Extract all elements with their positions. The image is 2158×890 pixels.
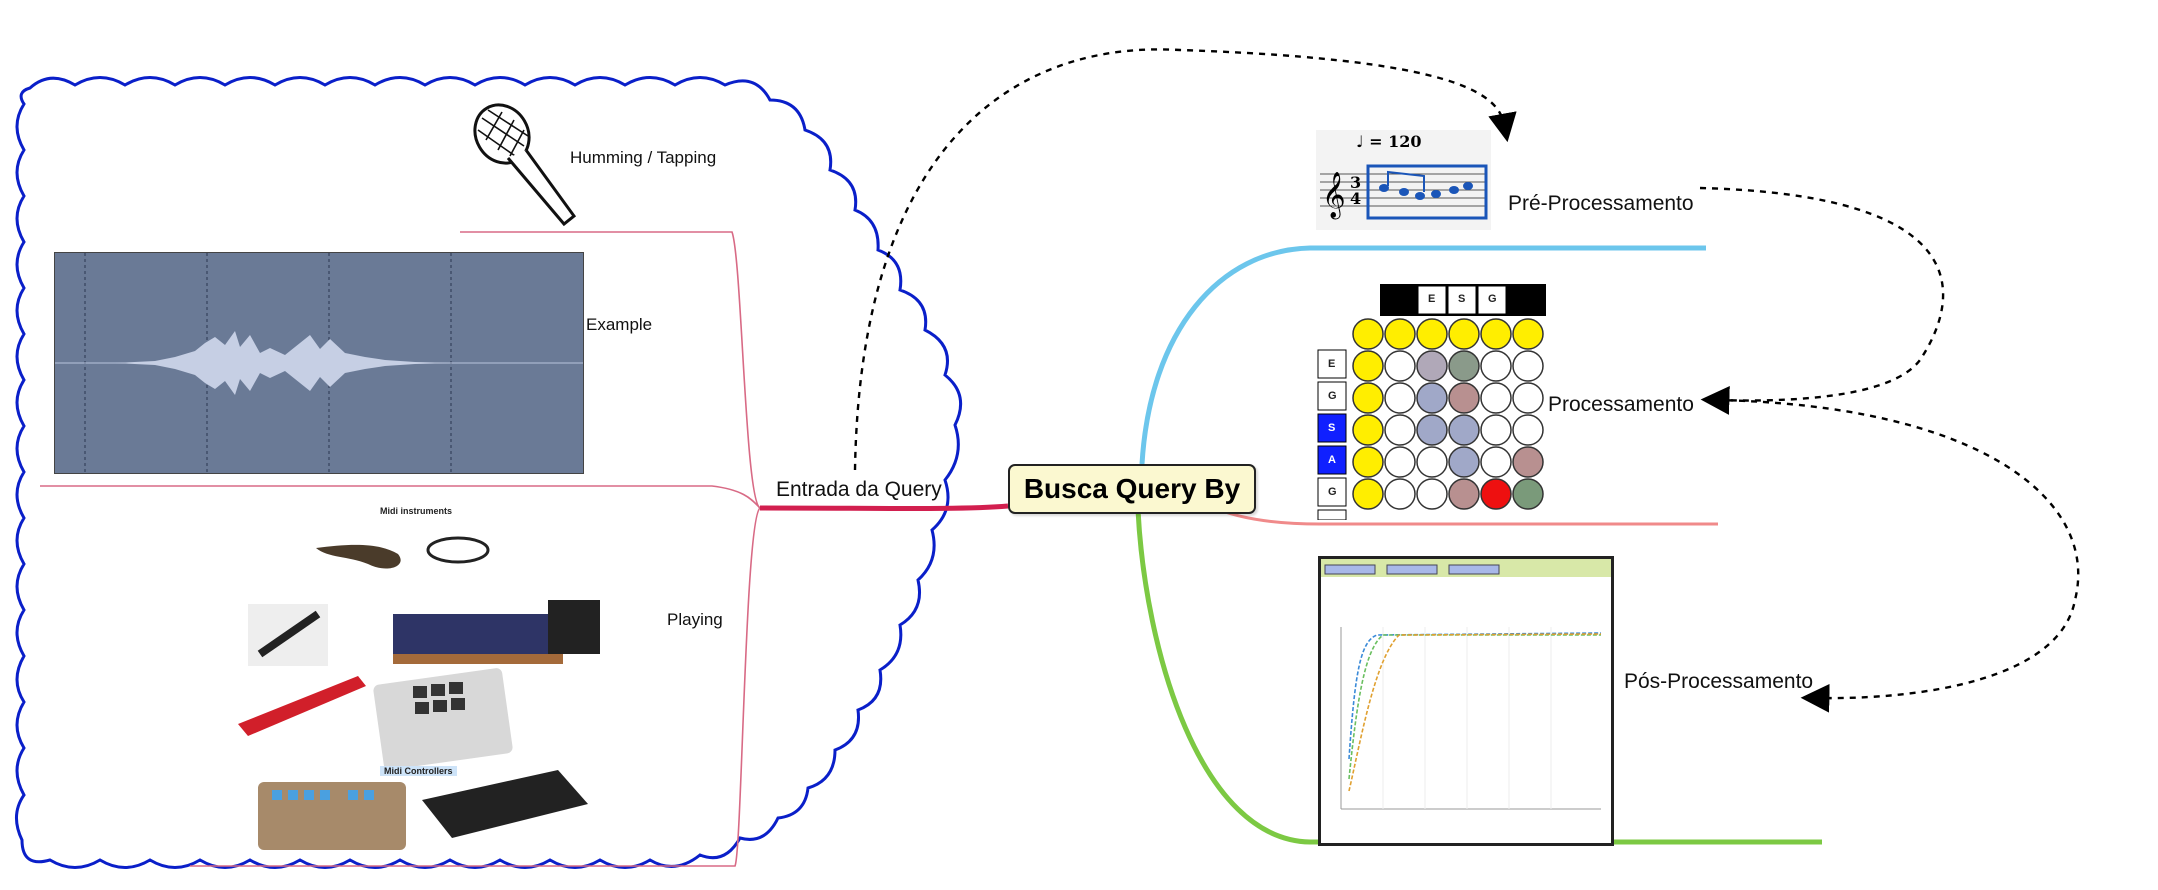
- grid-header-g: G: [1488, 293, 1497, 305]
- grid-side-1: G: [1328, 390, 1337, 402]
- entrada-to-playing-line: [190, 507, 761, 867]
- grid-header-s: S: [1458, 293, 1466, 305]
- entrada-da-query-label[interactable]: Entrada da Query: [776, 478, 942, 501]
- svg-text:4: 4: [1350, 189, 1361, 208]
- pos-branch-line: [1135, 509, 1822, 845]
- entrada-to-example-line: [40, 485, 761, 509]
- arrow-pre-to-proc: [1699, 186, 1945, 415]
- grid-side-2: S: [1328, 422, 1336, 434]
- results-plot-image: [1318, 556, 1614, 846]
- grid-side-5: G: [1328, 486, 1337, 498]
- playing-label[interactable]: Playing: [667, 610, 723, 629]
- pos-processamento-label[interactable]: Pós-Processamento: [1624, 670, 1814, 693]
- music-score-image: ♩ = 120 𝄞 3 4: [1316, 130, 1491, 230]
- waveform-image: [54, 252, 584, 474]
- similarity-matrix-image: E S G E G S A G: [1316, 284, 1546, 520]
- central-topic[interactable]: Busca Query By: [1008, 464, 1256, 514]
- svg-text:𝄞: 𝄞: [1322, 172, 1346, 220]
- central-topic-title: Busca Query By: [1023, 473, 1241, 504]
- arrow-proc-to-pos: [1714, 398, 2080, 713]
- grid-header-e: E: [1428, 293, 1436, 305]
- pre-processamento-label[interactable]: Pré-Processamento: [1508, 192, 1694, 215]
- midi-instruments-caption: Midi instruments: [380, 506, 453, 516]
- grid-side-0: E: [1328, 358, 1336, 370]
- humming-tapping-label[interactable]: Humming / Tapping: [570, 148, 717, 167]
- midi-instruments-image: Midi instruments Midi Controllers: [238, 504, 608, 854]
- grid-side-3: A: [1328, 454, 1336, 466]
- svg-text:3: 3: [1350, 173, 1361, 192]
- example-label[interactable]: Example: [586, 315, 653, 334]
- microphone-icon: [473, 103, 576, 227]
- entrada-cloud: [15, 76, 963, 869]
- midi-controllers-caption: Midi Controllers: [380, 766, 457, 776]
- pre-branch-line: [1139, 245, 1706, 465]
- entrada-to-humming-line: [460, 231, 761, 509]
- processamento-label[interactable]: Processamento: [1548, 393, 1694, 416]
- tempo-marking: ♩ = 120: [1356, 132, 1422, 151]
